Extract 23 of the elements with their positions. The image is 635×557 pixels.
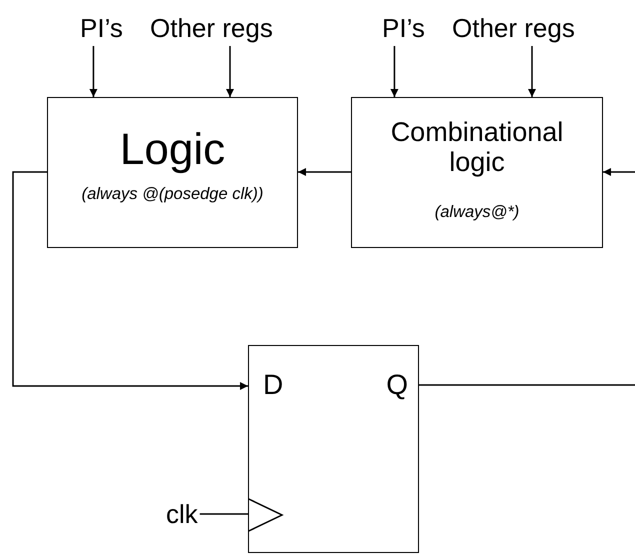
arrow <box>89 46 98 97</box>
signal-label: Other regs <box>452 12 575 44</box>
port-label: Q <box>386 370 408 401</box>
flip-flop-box <box>248 345 419 553</box>
logic-block <box>351 97 603 248</box>
block-subtitle: (always@*) <box>434 203 520 222</box>
signal-label: PI’s <box>80 12 123 44</box>
block-title: Logic <box>120 126 226 174</box>
arrow <box>298 168 351 176</box>
port-label: D <box>263 370 284 401</box>
signal-label: PI’s <box>382 12 425 44</box>
block-title: Combinational logic <box>390 118 564 178</box>
logic-block <box>47 97 298 248</box>
block-subtitle: (always @(posedge clk)) <box>80 185 264 204</box>
arrow <box>528 46 536 97</box>
arrow <box>603 168 635 176</box>
signal-label: clk <box>166 500 198 528</box>
arrow <box>390 46 398 97</box>
wire <box>200 513 248 515</box>
wire <box>419 384 635 386</box>
signal-label: Other regs <box>150 12 273 44</box>
arrow <box>226 46 234 97</box>
arrow <box>12 171 248 390</box>
